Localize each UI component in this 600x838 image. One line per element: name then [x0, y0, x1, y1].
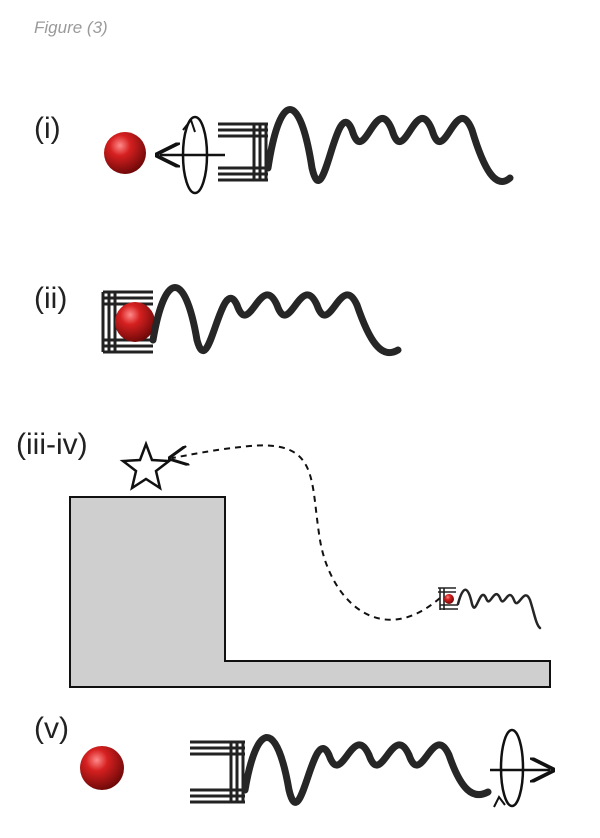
panel-label-iii-iv: (iii-iv) [16, 428, 88, 461]
panel-v [80, 728, 550, 808]
helix-coil [241, 734, 492, 806]
panel-label-ii: (ii) [34, 282, 68, 315]
motor-icon [438, 587, 542, 630]
claw-bracket [190, 740, 245, 804]
panel-iii-iv [69, 440, 551, 688]
sphere-icon [104, 132, 146, 174]
panel-label-v: (v) [34, 712, 69, 745]
panel-ii [101, 284, 402, 356]
rotation-arrow-icon [499, 728, 525, 808]
sphere-icon [80, 746, 124, 790]
panel-i [104, 106, 514, 195]
wall-surface [69, 496, 551, 688]
star-icon [119, 440, 173, 491]
panel-label-i: (i) [34, 112, 61, 145]
helix-coil [264, 106, 514, 185]
claw-bracket [218, 122, 268, 182]
helix-coil [149, 284, 402, 356]
sphere-icon [115, 302, 155, 342]
figure-caption: Figure (3) [34, 18, 108, 37]
